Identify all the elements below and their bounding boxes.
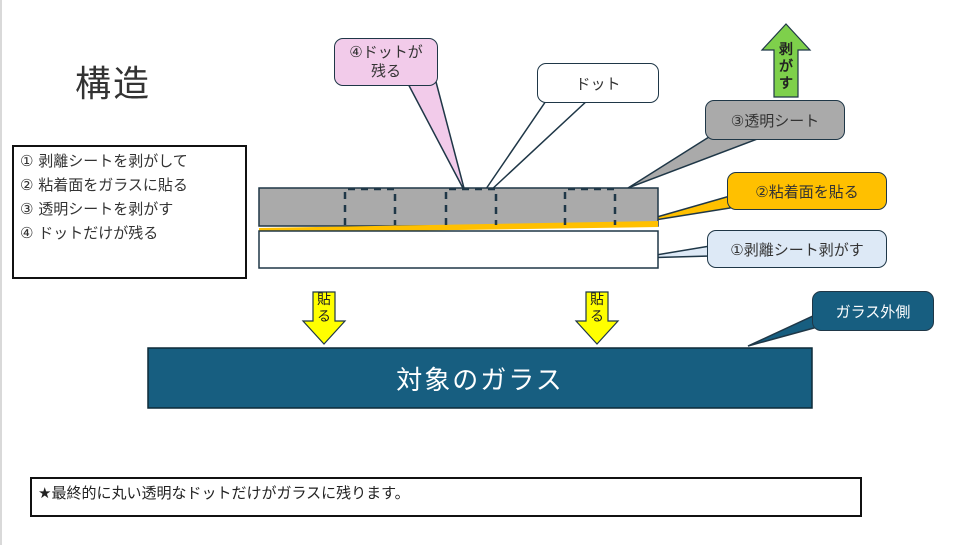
- step-2: ② 粘着面をガラスに貼る: [20, 176, 188, 194]
- dot-outline: [563, 187, 617, 225]
- stick-arrow-left: [301, 291, 347, 345]
- stick-char: 貼: [590, 292, 604, 308]
- summary-text: ★最終的に丸い透明なドットだけがガラスに残ります。: [38, 484, 410, 502]
- step-1: ① 剥離シートを剥がして: [20, 152, 188, 170]
- dot-callout: ドット: [537, 63, 659, 103]
- transparent-sheet-callout: ③透明シート: [705, 100, 845, 140]
- dot-outline: [444, 187, 498, 225]
- dot-outline: [343, 187, 397, 225]
- stick-char: 貼: [317, 292, 331, 308]
- peel-char: 剥: [779, 42, 793, 58]
- peel-char: す: [779, 76, 793, 92]
- stick-arrow-right-text: 貼 る: [587, 292, 607, 326]
- peel-char: が: [779, 59, 793, 75]
- adhesive-layer: [259, 221, 658, 233]
- stick-arrow-left-text: 貼 る: [314, 292, 334, 326]
- dot-remains-line1: ④ドットが: [349, 43, 423, 61]
- target-glass-label: 対象のガラス: [396, 366, 564, 396]
- peel-arrow: [760, 23, 812, 98]
- stick-char: る: [317, 309, 331, 325]
- release-sheet-label: ①剥離シート剥がす: [730, 240, 864, 259]
- step-3: ③ 透明シートを剥がす: [20, 200, 174, 218]
- dot-remains-line2: 残る: [370, 62, 401, 80]
- glass-outside-label: ガラス外側: [835, 302, 911, 321]
- dot-remains-callout-tail: [403, 77, 466, 193]
- steps-box: ① 剥離シートを剥がして ② 粘着面をガラスに貼る ③ 透明シートを剥がす ④ …: [12, 145, 247, 279]
- dot-remains-callout: ④ドットが 残る: [334, 38, 438, 86]
- release-sheet-layer: [258, 230, 659, 269]
- adhesive-label: ②粘着面を貼る: [755, 182, 859, 201]
- summary-box: ★最終的に丸い透明なドットだけがガラスに残ります。: [30, 477, 862, 517]
- target-glass: [147, 347, 813, 409]
- adhesive-callout: ②粘着面を貼る: [727, 172, 887, 210]
- stick-char: る: [590, 309, 604, 325]
- peel-arrow-text: 剥 が す: [776, 42, 796, 93]
- dot-callout-label: ドット: [575, 74, 621, 93]
- glass-outside-callout: ガラス外側: [812, 291, 934, 331]
- stick-arrow-right: [574, 291, 620, 345]
- release-sheet-callout: ①剥離シート剥がす: [707, 230, 887, 268]
- step-4: ④ ドットだけが残る: [20, 224, 159, 242]
- transparent-sheet-label: ③透明シート: [730, 111, 820, 130]
- transparent-sheet-layer: [258, 187, 659, 227]
- page-title: 構造: [75, 64, 152, 105]
- slide-left-edge: [0, 0, 2, 545]
